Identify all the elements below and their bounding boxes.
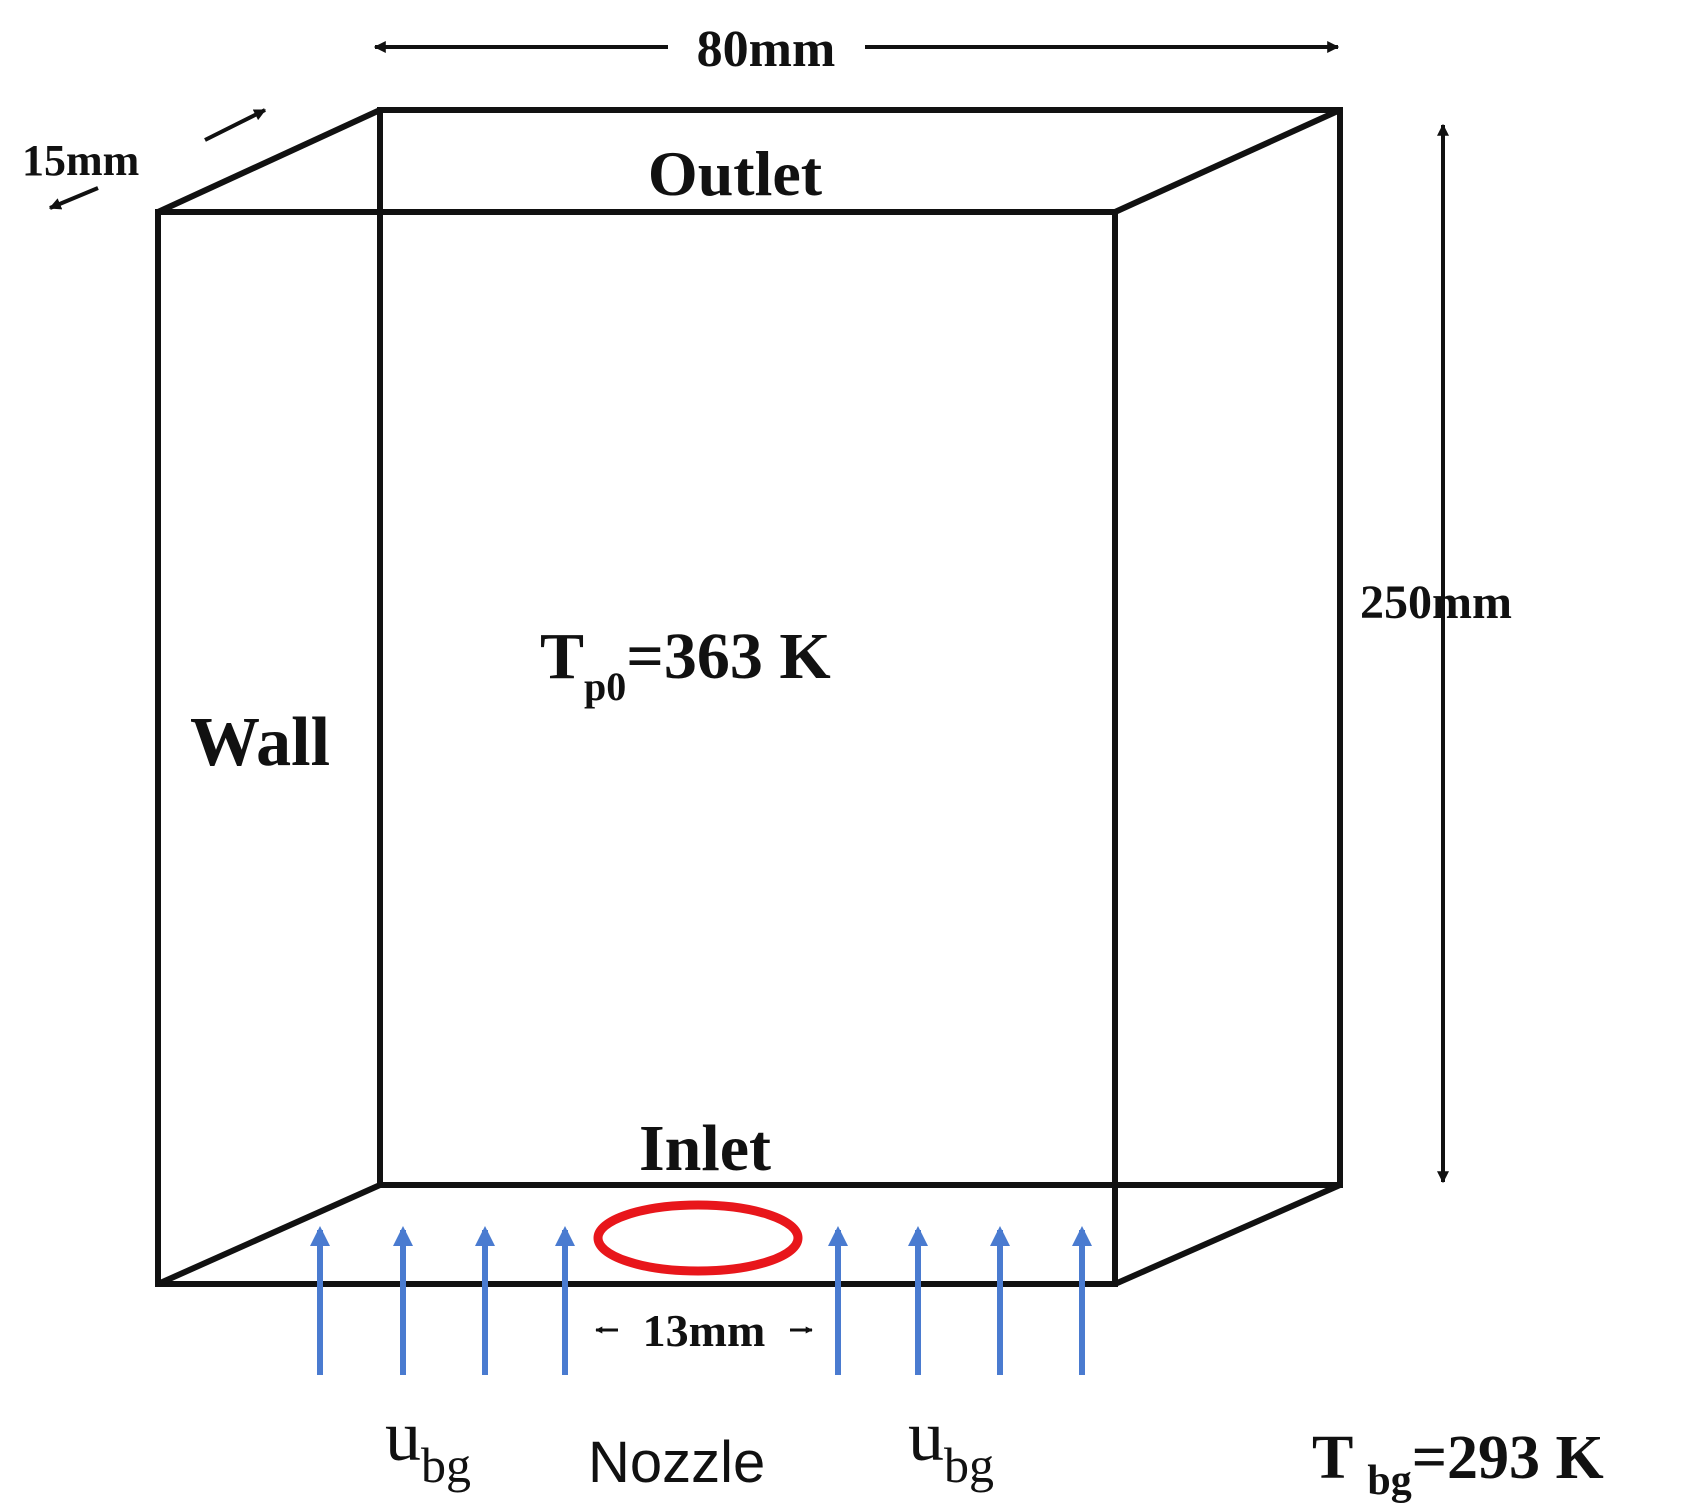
height-label: 250mm bbox=[1360, 576, 1512, 629]
depth-arrow-upper bbox=[204, 108, 267, 142]
background-temperature-value: =293 K bbox=[1412, 1424, 1604, 1492]
nozzle-label: Nozzle bbox=[588, 1430, 765, 1495]
depth-label: 15mm bbox=[22, 136, 139, 185]
nozzle-diameter-label: 13mm bbox=[643, 1305, 766, 1356]
initial-temperature-label: Tp0=363 K bbox=[540, 620, 831, 709]
wall-label: Wall bbox=[190, 704, 330, 781]
box-edge-top-left bbox=[156, 107, 382, 215]
width-label: 80mm bbox=[697, 21, 836, 78]
box-edge-bottom-right bbox=[1113, 1182, 1342, 1287]
background-velocity-symbol: u bbox=[385, 1396, 421, 1476]
background-velocity-label-right: ubg bbox=[908, 1396, 994, 1493]
box-back-face bbox=[377, 107, 1343, 1188]
box-outline bbox=[155, 107, 1343, 1287]
box-edge-top-right bbox=[1113, 107, 1342, 215]
background-inflow-arrows bbox=[310, 1226, 1092, 1375]
background-velocity-subscript: bg bbox=[944, 1437, 994, 1493]
background-temperature-symbol: T bbox=[1312, 1424, 1353, 1492]
background-velocity-symbol: u bbox=[908, 1396, 944, 1476]
outlet-label: Outlet bbox=[648, 138, 823, 209]
width-dimension: 80mm bbox=[373, 21, 1340, 78]
height-dimension: 250mm bbox=[1360, 123, 1512, 1184]
background-velocity-label-left: ubg bbox=[385, 1396, 471, 1493]
depth-dimension: 15mm bbox=[22, 108, 267, 210]
initial-temperature-value: =363 K bbox=[626, 620, 830, 693]
background-temperature-subscript: bg bbox=[1367, 1458, 1411, 1504]
initial-temperature-symbol: T bbox=[540, 620, 584, 693]
box-edge-bottom-left bbox=[156, 1182, 382, 1287]
inlet-label: Inlet bbox=[639, 1112, 771, 1185]
nozzle-ring bbox=[593, 1200, 803, 1276]
initial-temperature-subscript: p0 bbox=[584, 664, 626, 709]
nozzle-diameter-dimension: 13mm bbox=[595, 1305, 813, 1356]
box-front-face bbox=[155, 209, 1118, 1287]
background-velocity-subscript: bg bbox=[421, 1437, 471, 1493]
depth-arrow-lower bbox=[48, 186, 99, 210]
